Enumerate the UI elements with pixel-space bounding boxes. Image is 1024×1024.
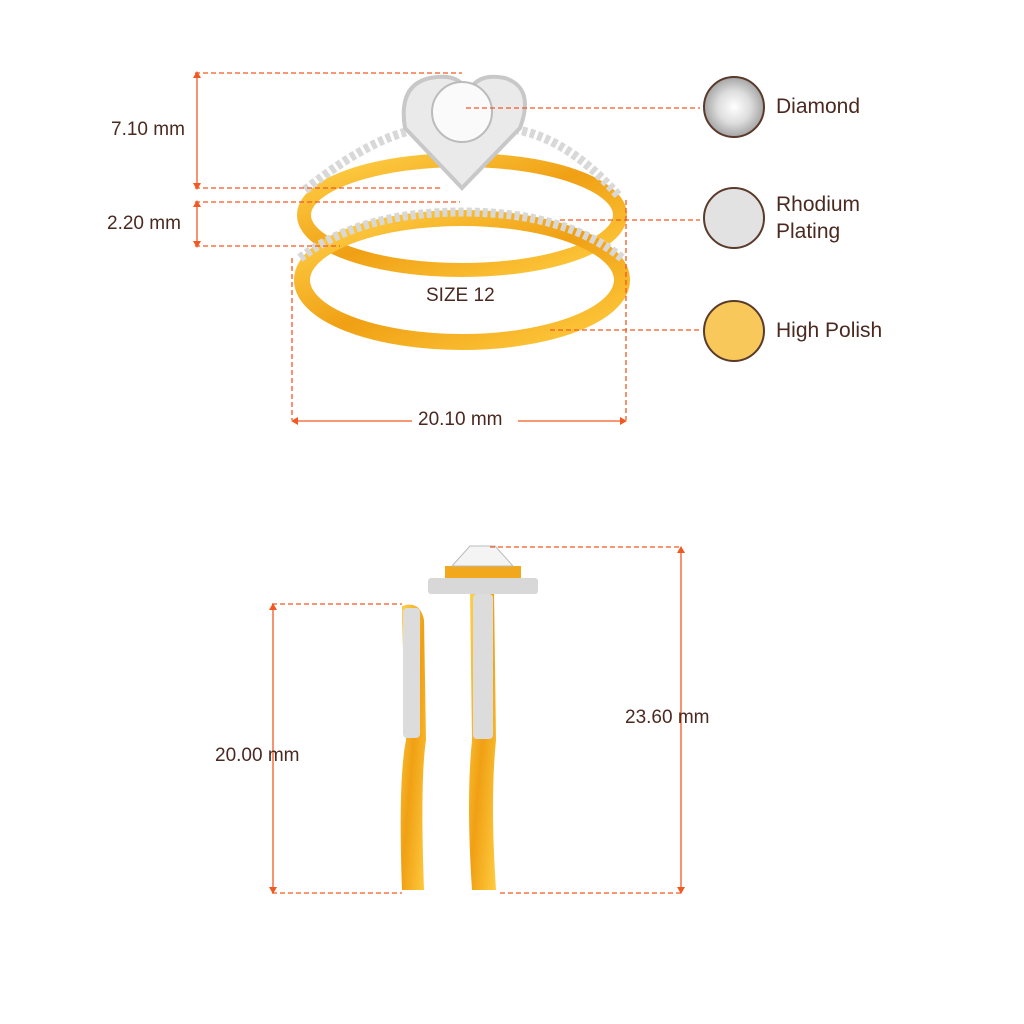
band-height-label: 2.20 mm: [107, 213, 181, 235]
legend-rhodium-line1: Rhodium: [776, 193, 861, 216]
rhodium-swatch: [703, 187, 765, 249]
wedding-band-front: [294, 207, 630, 350]
ring-side-height-label: 23.60 mm: [625, 707, 710, 728]
band-side-view: [400, 604, 426, 890]
band-side-height-label: 20.00 mm: [215, 745, 300, 766]
legend-high-polish: High Polish: [776, 319, 883, 342]
legend-diamond: Diamond: [776, 95, 861, 118]
high-polish-swatch: [703, 300, 765, 362]
diamond-swatch: [703, 76, 765, 138]
size-label: SIZE 12: [426, 285, 495, 306]
dimension-lines: [195, 72, 700, 894]
engagement-ring-side-view: [428, 545, 538, 890]
height-label: 7.10 mm: [111, 119, 185, 141]
engagement-ring-front: [297, 74, 627, 277]
legend-rhodium-line2: Plating: [776, 220, 841, 243]
arrowheads: [193, 71, 685, 894]
width-label: 20.10 mm: [414, 409, 507, 431]
